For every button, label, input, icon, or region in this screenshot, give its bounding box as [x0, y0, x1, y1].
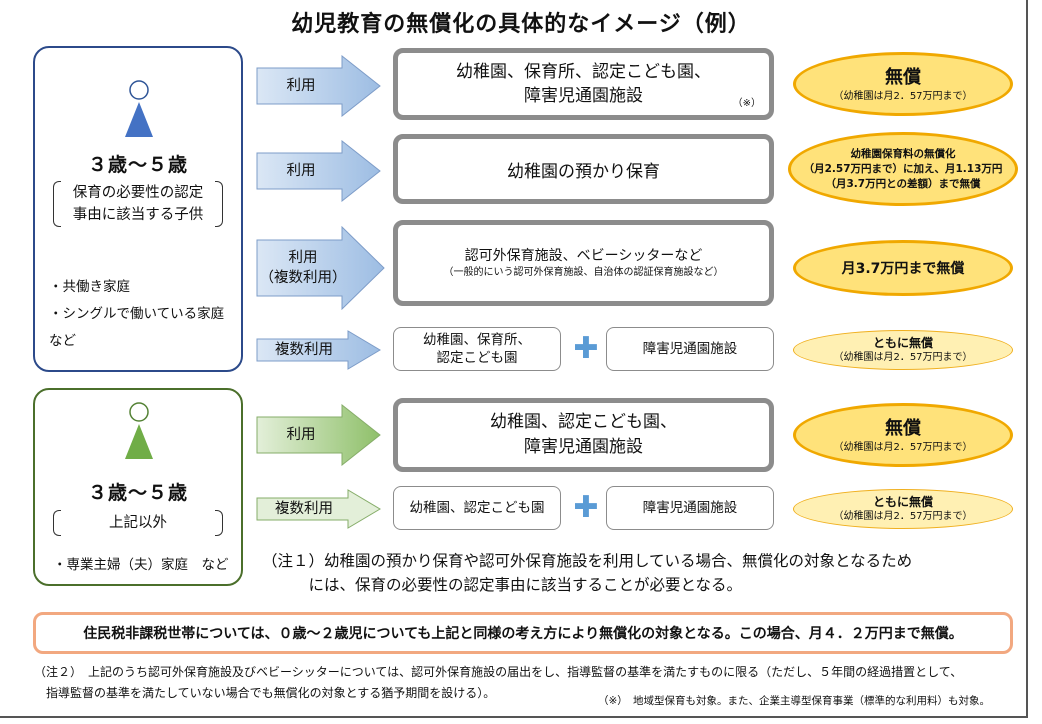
result-row4-sub: （幼稚園は月2．57万円まで）	[833, 352, 973, 363]
group1-example-item: など	[49, 333, 76, 349]
low-income-notice-text: 住民税非課税世帯については、０歳～２歳児についても上記と同様の考え方により無償化…	[83, 626, 963, 642]
facility-box-row5: 幼稚園、認定こども園、 障害児通園施設	[393, 398, 774, 472]
result-row5-sub: （幼稚園は月2．57万円まで）	[833, 441, 973, 453]
note2: （注２） 上記のうち認可外保育施設及びベビーシッターについては、認可外保育施設の…	[34, 665, 963, 700]
group1-examples: ・共働き家庭 ・シングルで働いている家庭 など	[49, 274, 224, 355]
result-row1-sub: （幼稚園は月2．57万円まで）	[833, 90, 973, 102]
facility-box-row3: 認可外保育施設、ベビーシッターなど （一般的にいう認可外保育施設、自治体の認証保…	[393, 220, 774, 306]
group1-age: ３歳～５歳	[87, 154, 188, 176]
arrow-row3	[256, 226, 385, 310]
arrow-row4	[256, 330, 381, 370]
page-title: 幼児教育の無償化の具体的なイメージ（例）	[291, 12, 751, 37]
note3: （※） 地域型保育も対象。また、企業主導型保育事業（標準的な利用料）も対象。	[598, 695, 991, 707]
arrow-label-row3: 利用 （複数利用）	[259, 250, 347, 286]
result-row4-main: ともに無償	[872, 336, 933, 350]
result-row6-main: ともに無償	[872, 495, 933, 509]
group1-example-item: ・共働き家庭	[49, 279, 130, 295]
result-oval-row6: ともに無償 （幼稚園は月2．57万円まで）	[793, 489, 1013, 529]
plus-icon-row4: ✚	[573, 331, 599, 366]
arrow-label-row4: 複数利用	[275, 342, 333, 358]
result-oval-row5: 無償 （幼稚園は月2．57万円まで）	[793, 403, 1013, 467]
person-icon-green	[125, 402, 153, 459]
facility-row3: 認可外保育施設、ベビーシッターなど	[464, 248, 703, 264]
facility-row2: 幼稚園の預かり保育	[507, 161, 660, 182]
group2-example-item: ・専業主婦（夫）家庭 など	[53, 557, 229, 573]
arrow-row2	[256, 140, 381, 202]
facility-box-row6-left: 幼稚園、認定こども園	[393, 486, 561, 530]
arrow-label-row5: 利用	[286, 427, 316, 443]
facility-row3-sub: （一般的にいう認可外保育施設、自治体の認証保育施設など）	[443, 267, 724, 278]
result-row1-main: 無償	[885, 66, 921, 88]
result-oval-row2: 幼稚園保育料の無償化 （月2.57万円まで）に加え、月1.13万円 （月3.7万…	[788, 132, 1018, 206]
result-row3-main: 月3.7万円まで無償	[841, 261, 965, 277]
group2-condition: 上記以外	[109, 515, 167, 531]
facility-row6-left: 幼稚園、認定こども園	[409, 500, 545, 516]
result-row5-main: 無償	[885, 417, 921, 439]
facility-box-row1: 幼稚園、保育所、認定こども園、 障害児通園施設 （※）	[393, 48, 774, 120]
facility-row4-right: 障害児通園施設	[642, 341, 738, 357]
facility-row5: 幼稚園、認定こども園、 障害児通園施設	[490, 412, 677, 457]
result-oval-row3: 月3.7万円まで無償	[793, 240, 1013, 296]
arrow-row5	[256, 404, 381, 466]
result-row2-main: 幼稚園保育料の無償化 （月2.57万円まで）に加え、月1.13万円 （月3.7万…	[803, 147, 1003, 190]
group1-panel: ３歳～５歳 保育の必要性の認定 事由に該当する子供 ・共働き家庭 ・シングルで働…	[33, 46, 243, 372]
facility-box-row4-left: 幼稚園、保育所、 認定こども園	[393, 327, 561, 371]
group2-condition-bracket: 上記以外	[53, 510, 223, 536]
facility-box-row2: 幼稚園の預かり保育	[393, 134, 774, 204]
plus-icon-row6: ✚	[573, 490, 599, 525]
facility-row1: 幼稚園、保育所、認定こども園、 障害児通園施設	[456, 62, 711, 106]
note1: （注１）幼稚園の預かり保育や認可外保育施設を利用している場合、無償化の対象となる…	[262, 552, 913, 594]
page-border-right	[1026, 0, 1028, 718]
facility-row4-left: 幼稚園、保育所、 認定こども園	[423, 332, 531, 366]
group1-condition-bracket: 保育の必要性の認定 事由に該当する子供	[53, 181, 223, 227]
result-row6-sub: （幼稚園は月2．57万円まで）	[833, 511, 973, 522]
facility-box-row6-right: 障害児通園施設	[606, 486, 774, 530]
arrow-row1	[256, 55, 381, 117]
group2-examples: ・専業主婦（夫）家庭 など	[53, 552, 229, 579]
page-border-bottom	[0, 716, 1028, 718]
group1-example-item: ・シングルで働いている家庭	[49, 306, 225, 322]
group1-condition: 保育の必要性の認定 事由に該当する子供	[72, 185, 204, 223]
arrow-label-row1: 利用	[286, 78, 316, 94]
result-oval-row1: 無償 （幼稚園は月2．57万円まで）	[793, 52, 1013, 116]
group2-panel: ３歳～５歳 上記以外 ・専業主婦（夫）家庭 など	[33, 388, 243, 586]
group2-age: ３歳～５歳	[87, 482, 188, 504]
arrow-label-row6: 複数利用	[275, 501, 333, 517]
facility-row1-note: （※）	[732, 98, 761, 109]
low-income-notice: 住民税非課税世帯については、０歳～２歳児についても上記と同様の考え方により無償化…	[33, 612, 1013, 654]
result-oval-row4: ともに無償 （幼稚園は月2．57万円まで）	[793, 330, 1013, 370]
arrow-row6	[256, 489, 381, 529]
arrow-label-row2: 利用	[286, 163, 316, 179]
facility-box-row4-right: 障害児通園施設	[606, 327, 774, 371]
person-icon-blue	[125, 80, 153, 137]
facility-row6-right: 障害児通園施設	[642, 500, 738, 516]
